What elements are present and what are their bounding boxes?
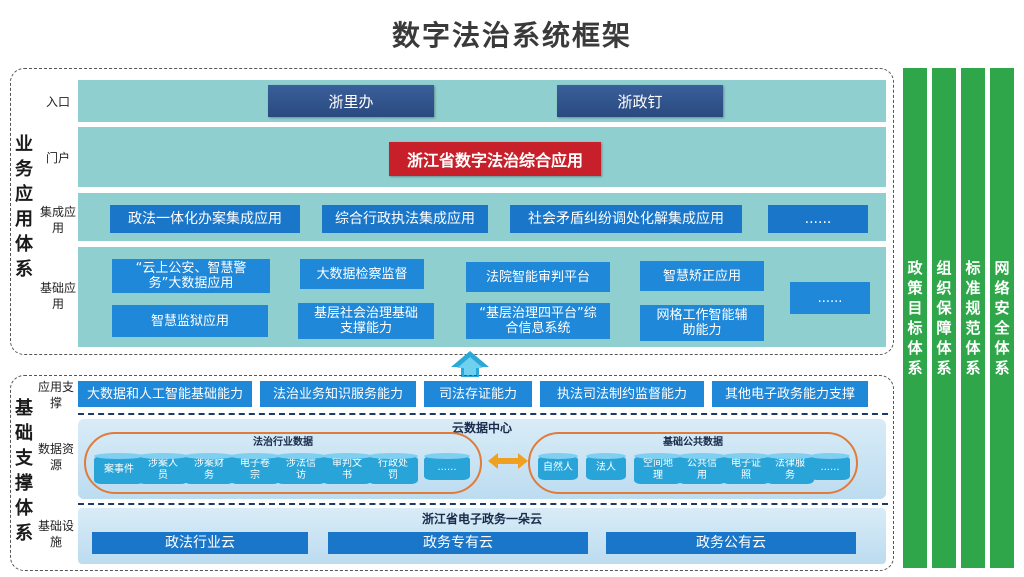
support-item-ai[interactable]: 大数据和人工智能基础能力	[78, 381, 252, 407]
page-title: 数字法治系统框架	[391, 19, 632, 52]
basic-item-cloud-police[interactable]: “云上公安、智慧警务”大数据应用	[112, 259, 270, 293]
integrated-item-more[interactable]: ......	[768, 205, 868, 233]
row-label-entry: 入口	[45, 95, 70, 109]
legal-data-files: 电子卷宗	[230, 453, 280, 484]
public-data-title: 基础公共数据	[663, 437, 723, 448]
divider-2	[78, 503, 888, 505]
row-label-portal: 门户	[45, 151, 70, 165]
public-data-oval	[528, 432, 858, 494]
legal-data-persons: 涉案人员	[138, 453, 188, 484]
basic-item-prison[interactable]: 智慧监狱应用	[112, 305, 268, 337]
basic-item-four-platforms[interactable]: “基层治理四平台”综合信息系统	[466, 303, 610, 339]
right-col-standards-label: 标准规范体系	[965, 259, 981, 377]
public-data-geo: 空间地理	[634, 453, 682, 484]
public-data-natural-person: 自然人	[538, 453, 578, 480]
right-col-organization-label: 组织保障体系	[936, 259, 952, 377]
double-arrow-icon	[488, 453, 528, 469]
public-data-more: ......	[810, 453, 850, 480]
up-arrow-icon	[451, 351, 489, 377]
right-col-standards: 标准规范体系	[961, 68, 985, 568]
legal-data-penalty: 行政处罚	[368, 453, 418, 484]
basic-item-correction[interactable]: 智慧矫正应用	[640, 261, 764, 291]
business-section	[10, 68, 894, 355]
basic-item-court[interactable]: 法院智能审判平台	[466, 262, 610, 292]
portal-main-button[interactable]: 浙江省数字法治综合应用	[389, 142, 601, 176]
public-data-license: 电子证照	[722, 453, 770, 484]
support-section-label: 基础支撑体系	[15, 398, 33, 544]
public-data-credit: 公共信用	[678, 453, 726, 484]
infra-private-cloud[interactable]: 政务专有云	[328, 532, 588, 554]
zhezhengding-button[interactable]: 浙政钉	[557, 85, 723, 117]
row-label-infrastructure: 基础设施	[37, 519, 74, 549]
support-section	[10, 375, 894, 571]
infra-public-cloud[interactable]: 政务公有云	[606, 532, 856, 554]
legal-data-petition: 涉法信访	[276, 453, 326, 484]
zheliban-button[interactable]: 浙里办	[268, 85, 434, 117]
infra-legal-cloud[interactable]: 政法行业云	[92, 532, 308, 554]
basic-item-more[interactable]: ......	[790, 282, 870, 314]
support-item-other[interactable]: 其他电子政务能力支撑	[712, 381, 868, 407]
support-item-supervision[interactable]: 执法司法制约监督能力	[540, 381, 704, 407]
row-label-integrated: 集成应用	[39, 205, 76, 235]
right-col-security: 网络安全体系	[990, 68, 1014, 568]
row-label-data-resources: 数据资源	[37, 442, 74, 472]
divider-1	[78, 413, 888, 415]
entry-band	[78, 80, 886, 122]
integrated-item-1[interactable]: 政法一体化办案集成应用	[110, 205, 300, 233]
gov-cloud-title: 浙江省电子政务一朵云	[421, 512, 542, 526]
row-label-app-support: 应用支撑	[37, 380, 74, 410]
basic-item-procuratorate[interactable]: 大数据检察监督	[300, 259, 424, 289]
legal-data-finance: 涉案财务	[184, 453, 234, 484]
right-col-policy-label: 政策目标体系	[907, 259, 923, 377]
support-item-evidence[interactable]: 司法存证能力	[424, 381, 532, 407]
public-data-legal-service: 法律服务	[766, 453, 814, 484]
legal-data-judgments: 审判文书	[322, 453, 372, 484]
support-item-knowledge[interactable]: 法治业务知识服务能力	[260, 381, 416, 407]
right-col-organization: 组织保障体系	[932, 68, 956, 568]
integrated-item-3[interactable]: 社会矛盾纠纷调处化解集成应用	[510, 205, 742, 233]
legal-data-title: 法治行业数据	[253, 437, 313, 448]
row-label-basic: 基础应用	[39, 281, 76, 311]
right-col-policy: 政策目标体系	[903, 68, 927, 568]
integrated-item-2[interactable]: 综合行政执法集成应用	[322, 205, 488, 233]
legal-data-oval	[84, 432, 482, 494]
legal-data-cases: 案事件	[94, 453, 144, 484]
legal-data-more: ......	[424, 453, 470, 480]
business-section-label: 业务应用体系	[15, 134, 33, 280]
basic-item-grid[interactable]: 网格工作智能辅助能力	[640, 305, 764, 341]
basic-item-grassroots[interactable]: 基层社会治理基础支撑能力	[298, 303, 434, 339]
cloud-data-center-title: 云数据中心	[451, 421, 512, 435]
right-col-security-label: 网络安全体系	[994, 259, 1010, 377]
public-data-legal-person: 法人	[586, 453, 626, 480]
